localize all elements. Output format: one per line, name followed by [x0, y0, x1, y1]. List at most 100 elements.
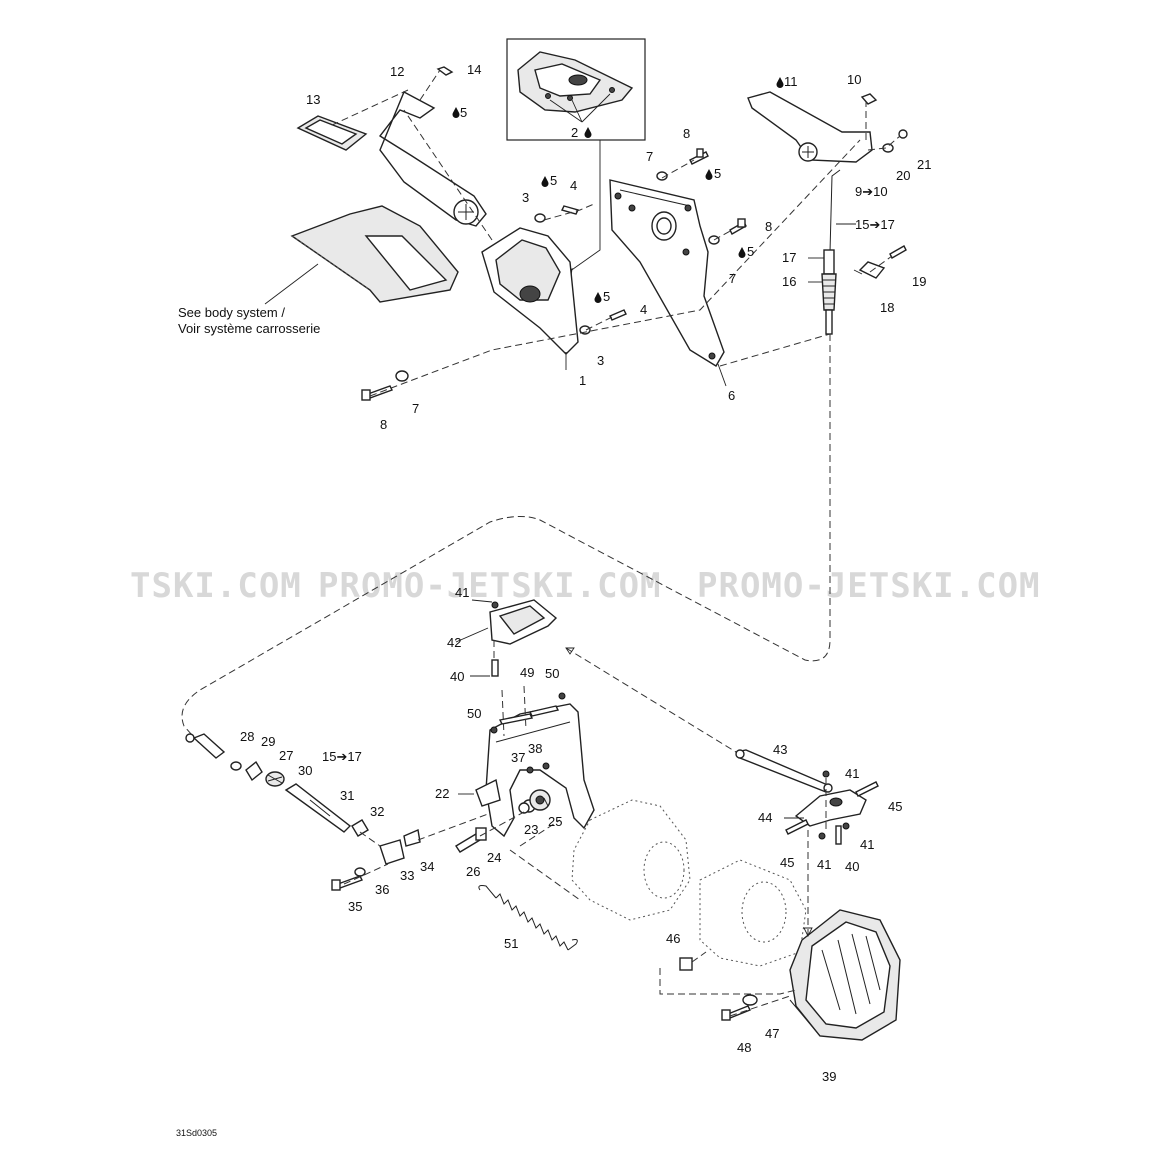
- callout-31: 31: [340, 788, 354, 803]
- callout-14: 14: [467, 62, 481, 77]
- callout-30: 30: [298, 763, 312, 778]
- callout-41a: 41: [455, 585, 469, 600]
- callout-5a: 5: [460, 105, 467, 120]
- callout-41c: 41: [860, 837, 874, 852]
- part-6-plate: [609, 179, 725, 367]
- inset-leader: [565, 140, 601, 275]
- callout-33: 33: [400, 868, 414, 883]
- callout-4b: 4: [640, 302, 647, 317]
- callout-25: 25: [548, 814, 562, 829]
- part-16-17-cable-end: [821, 249, 837, 335]
- callout-50a: 50: [467, 706, 481, 721]
- callout-38: 38: [528, 741, 542, 756]
- callout-5d: 5: [747, 244, 754, 259]
- callout-35: 35: [348, 899, 362, 914]
- callout-8c: 8: [380, 417, 387, 432]
- callout-50b: 50: [545, 666, 559, 681]
- watermark-right: PROMO-JETSKI.COM: [697, 566, 1041, 606]
- callout-3b: 3: [597, 353, 604, 368]
- inset-detail-part-2: [506, 38, 646, 141]
- part-13-pad: [296, 115, 368, 151]
- part-44-arm: [794, 789, 867, 827]
- callout-37: 37: [511, 750, 525, 765]
- callout-32: 32: [370, 804, 384, 819]
- body-system-note-en: See body system /: [178, 305, 285, 320]
- lower-assembly-lines: [343, 640, 827, 1017]
- callout-45b: 45: [780, 855, 794, 870]
- part-42-bracket: [489, 599, 558, 677]
- callout-leaders: [455, 223, 863, 819]
- callout-19: 19: [912, 274, 926, 289]
- part-11-bracket: [747, 91, 873, 253]
- watermark-center: PROMO-JETSKI.COM: [318, 566, 662, 606]
- callout-42: 42: [447, 635, 461, 650]
- callout-7c: 7: [412, 401, 419, 416]
- part-39-reverse-bucket: [789, 909, 901, 1041]
- lower-fasteners: [455, 692, 879, 1021]
- callout-27: 27: [279, 748, 293, 763]
- callout-2: 2: [571, 125, 578, 140]
- callout-18: 18: [880, 300, 894, 315]
- callout-34: 34: [420, 859, 434, 874]
- body-system-note-fr: Voir système carrosserie: [178, 321, 320, 336]
- part-22-frame: [475, 703, 595, 838]
- callout-13: 13: [306, 92, 320, 107]
- callout-41d: 41: [817, 857, 831, 872]
- callout-labels: 1 2 3 3 4 4 5 5 5 5 5 6 7 7 7 8 8 8 9➔10…: [240, 62, 931, 1084]
- callout-40a: 40: [450, 669, 464, 684]
- callout-7a: 7: [646, 149, 653, 164]
- part-1-housing: [481, 227, 579, 355]
- callout-24: 24: [487, 850, 501, 865]
- callout-41b: 41: [845, 766, 859, 781]
- callout-44: 44: [758, 810, 772, 825]
- callout-16: 16: [782, 274, 796, 289]
- callout-5b: 5: [550, 173, 557, 188]
- drawing-code: 31Sd0305: [176, 1128, 217, 1138]
- callout-10: 10: [847, 72, 861, 87]
- callout-8b: 8: [765, 219, 772, 234]
- callout-29: 29: [261, 734, 275, 749]
- part-12-lever: [378, 91, 487, 227]
- part-31-shaft: [185, 733, 352, 833]
- callout-9-10: 9➔10: [855, 184, 888, 199]
- callout-1: 1: [579, 373, 586, 388]
- callout-39: 39: [822, 1069, 836, 1084]
- upper-assembly-lines: [329, 69, 901, 397]
- callout-11: 11: [784, 74, 798, 89]
- callout-15-17b: 15➔17: [322, 749, 362, 764]
- callout-4a: 4: [570, 178, 577, 193]
- callout-3a: 3: [522, 190, 529, 205]
- body-panel: [290, 205, 459, 303]
- callout-5c: 5: [714, 166, 721, 181]
- callout-8a: 8: [683, 126, 690, 141]
- callout-45a: 45: [888, 799, 902, 814]
- callout-23: 23: [524, 822, 538, 837]
- callout-6: 6: [728, 388, 735, 403]
- callout-28: 28: [240, 729, 254, 744]
- callout-17: 17: [782, 250, 796, 265]
- callout-21: 21: [917, 157, 931, 172]
- callout-15-17a: 15➔17: [855, 217, 895, 232]
- callout-48: 48: [737, 1040, 751, 1055]
- throttle-cable-path: [181, 334, 831, 745]
- callout-43: 43: [773, 742, 787, 757]
- watermark-left: TSKI.COM: [130, 566, 302, 606]
- callout-51: 51: [504, 936, 518, 951]
- callout-49: 49: [520, 665, 534, 680]
- part-43-link-rod: [734, 749, 833, 793]
- callout-47: 47: [765, 1026, 779, 1041]
- callout-20: 20: [896, 168, 910, 183]
- callout-22: 22: [435, 786, 449, 801]
- parts-32-36-fittings: [331, 819, 421, 891]
- callout-12: 12: [390, 64, 404, 79]
- callout-26: 26: [466, 864, 480, 879]
- callout-5e: 5: [603, 289, 610, 304]
- part-51-spring: [478, 885, 578, 951]
- body-note-leader: [264, 263, 319, 305]
- callout-7b: 7: [729, 271, 736, 286]
- jet-pump-ghost: [571, 799, 807, 967]
- callout-40b: 40: [845, 859, 859, 874]
- callout-36: 36: [375, 882, 389, 897]
